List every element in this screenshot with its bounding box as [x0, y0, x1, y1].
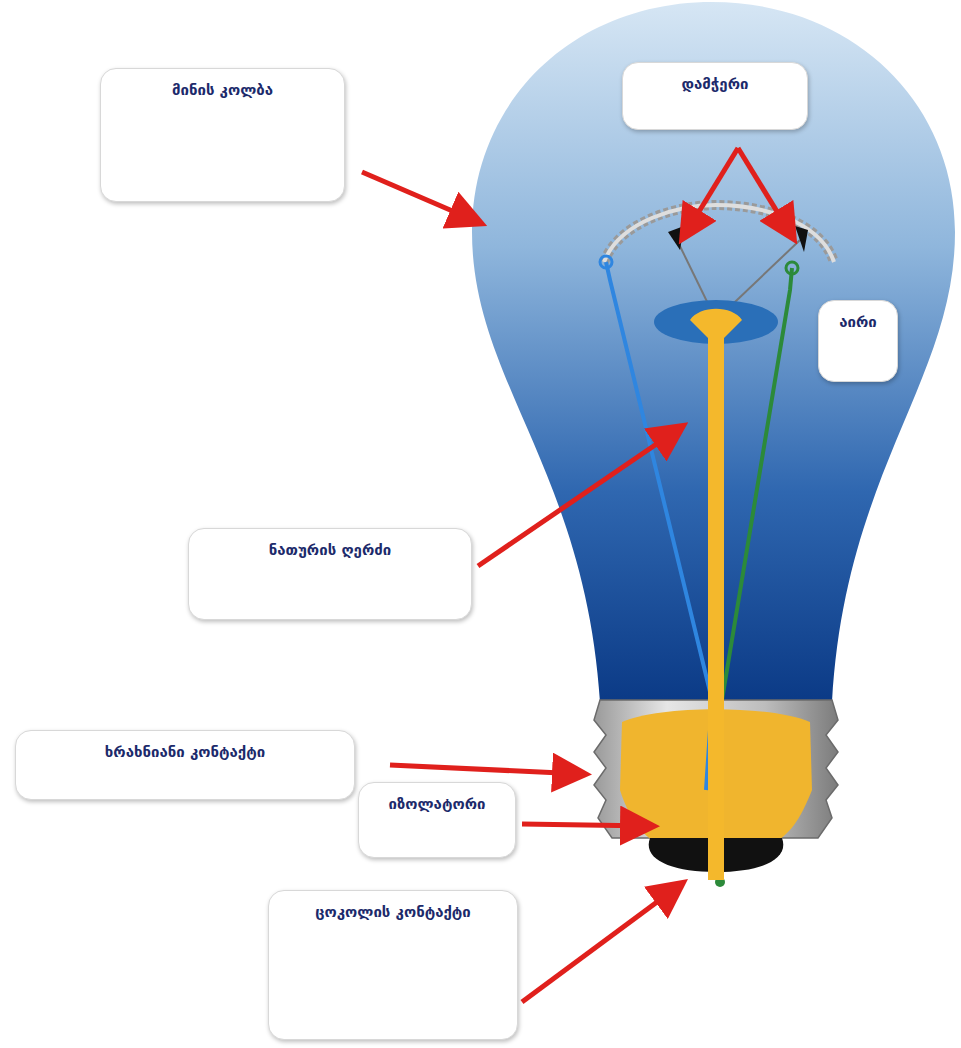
label-box: მინის კოლბა — [100, 68, 345, 202]
part-name: დამჭერი — [633, 75, 797, 95]
part-name: ნათურის ღერძი — [199, 541, 461, 561]
label-box: დამჭერი — [622, 62, 808, 130]
label-box: ნათურის ღერძი — [188, 528, 472, 620]
part-name: ხრახნიანი კონტაქტი — [26, 743, 344, 763]
part-name: მინის კოლბა — [111, 81, 334, 101]
label-box: ხრახნიანი კონტაქტი — [15, 730, 355, 800]
part-name: აირი — [829, 313, 887, 333]
label-box: აირი — [818, 300, 898, 382]
part-name: ცოკოლის კონტაქტი — [279, 903, 507, 923]
lead-wire — [720, 268, 792, 876]
filament — [604, 205, 834, 262]
part-name: იზოლატორი — [369, 795, 505, 815]
label-box: იზოლატორი — [358, 782, 516, 858]
stem — [690, 309, 742, 880]
label-box: ცოკოლის კონტაქტი — [268, 890, 518, 1040]
